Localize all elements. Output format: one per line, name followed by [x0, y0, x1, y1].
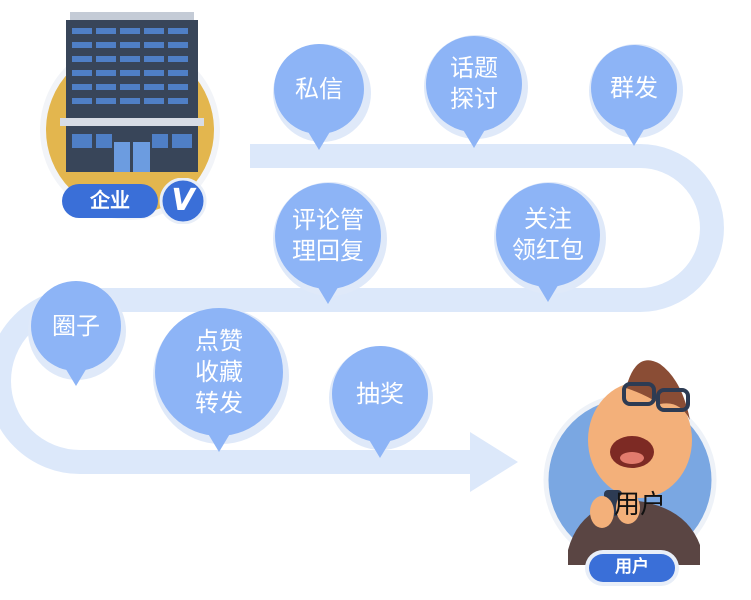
user-overlay-label: 用户 — [614, 490, 667, 520]
verified-v-icon: V — [171, 183, 195, 218]
company-building-illustration — [40, 12, 220, 220]
bubble-follow-red-packet: 关注 领红包 — [512, 205, 584, 264]
company-badge-label: 企业 — [90, 188, 130, 212]
bubble-topic-discussion: 话题 探讨 — [450, 54, 498, 113]
user-badge-label: 用户 — [615, 557, 649, 577]
flow-arrow-head — [470, 432, 518, 492]
bubble-lottery: 抽奖 — [356, 379, 404, 408]
user-illustration — [543, 360, 717, 567]
bubble-group-send: 群发 — [610, 73, 658, 102]
company-badge — [62, 178, 207, 224]
bubble-private-message: 私信 — [295, 74, 343, 103]
user-badge — [585, 550, 679, 586]
bubble-circle: 圈子 — [52, 311, 100, 340]
bubble-comment-management: 评论管 理回复 — [292, 206, 364, 265]
bubble-like-collect-forward: 点赞 收藏 转发 — [195, 326, 243, 417]
